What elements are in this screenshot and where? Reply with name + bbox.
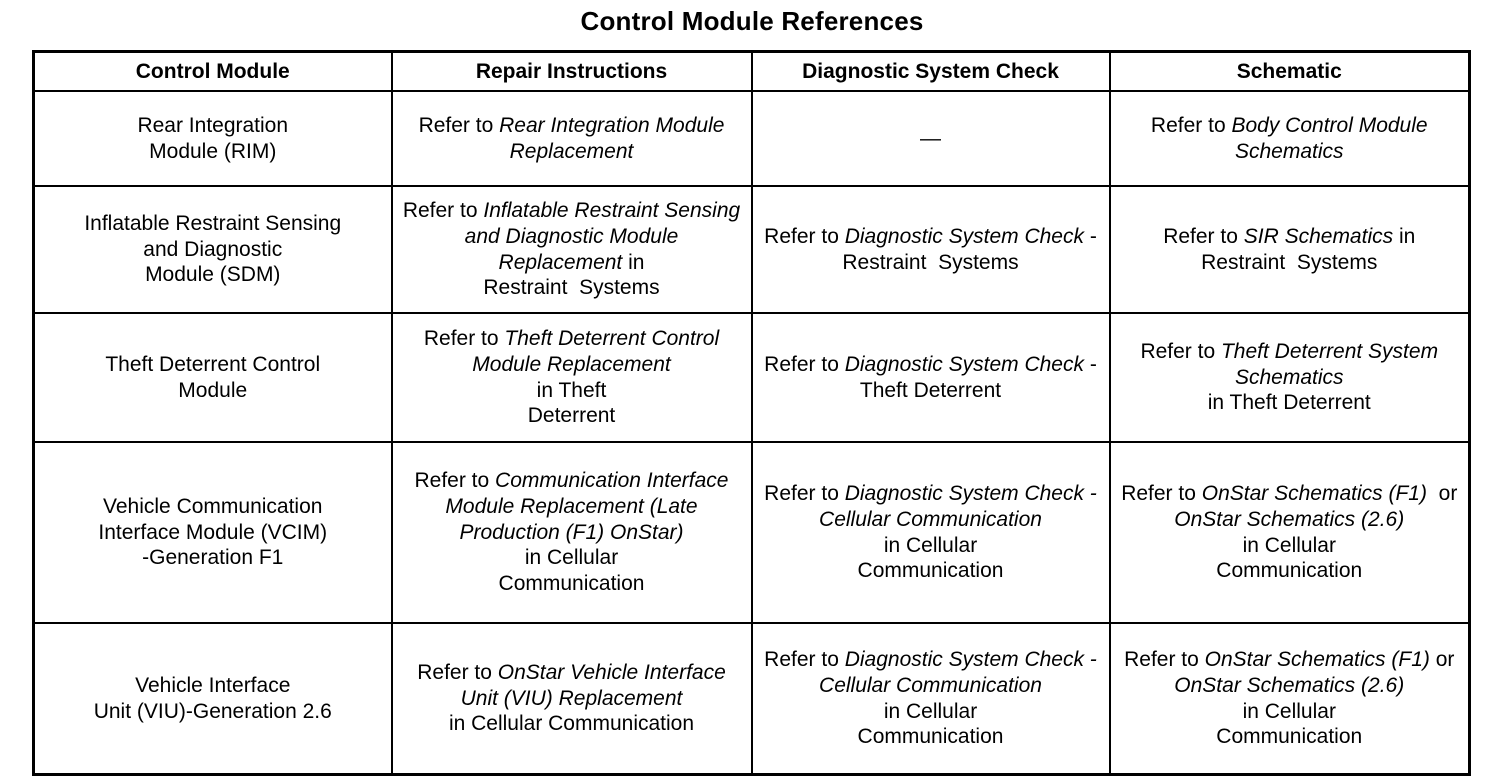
column-header-diagnostic-system-check: Diagnostic System Check: [750, 50, 1111, 92]
cell-repair-instructions: Refer to Rear Integration Module Replace…: [390, 90, 753, 187]
document-page: Control Module References Control Module…: [32, 6, 1471, 776]
repair-instruction-reference: Refer to Rear Integration Module Replace…: [418, 113, 725, 163]
control-module-references-table-wrapper: Control Module Repair Instructions Diagn…: [32, 50, 1471, 776]
diagnostic-system-check-reference: Refer to Diagnostic System Check - Cellu…: [764, 482, 1097, 583]
column-header-control-module: Control Module: [32, 50, 393, 92]
schematic-reference: Refer to OnStar Schematics (F1) or OnSta…: [1121, 482, 1458, 583]
table-header: Control Module Repair Instructions Diagn…: [32, 50, 1471, 92]
cell-diagnostic-system-check: —: [750, 90, 1111, 187]
cell-diagnostic-system-check: Refer to Diagnostic System Check - Cellu…: [750, 622, 1111, 776]
schematic-reference: Refer to OnStar Schematics (F1) or OnSta…: [1124, 648, 1455, 749]
table-header-row: Control Module Repair Instructions Diagn…: [32, 50, 1471, 92]
schematic-reference: Refer to Theft Deterrent System Schemati…: [1140, 340, 1439, 415]
column-header-repair-instructions: Repair Instructions: [390, 50, 753, 92]
repair-instruction-reference: Refer to Communication Interface Module …: [414, 469, 729, 595]
cell-repair-instructions: Refer to Inflatable Restraint Sensing an…: [390, 185, 753, 314]
cell-diagnostic-system-check: Refer to Diagnostic System Check - Theft…: [750, 312, 1111, 443]
diagnostic-system-check-reference: Refer to Diagnostic System Check - Theft…: [764, 352, 1097, 402]
control-module-references-table: Control Module Repair Instructions Diagn…: [32, 50, 1471, 776]
repair-instruction-reference: Refer to Theft Deterrent Control Module …: [423, 327, 720, 428]
cell-schematic: Refer to OnStar Schematics (F1) or OnSta…: [1108, 441, 1471, 624]
cell-diagnostic-system-check: Refer to Diagnostic System Check - Restr…: [750, 185, 1111, 314]
cell-schematic: Refer to Theft Deterrent System Schemati…: [1108, 312, 1471, 443]
diagnostic-system-check-reference: —: [920, 126, 941, 150]
repair-instruction-reference: Refer to OnStar Vehicle Interface Unit (…: [417, 661, 726, 736]
diagnostic-system-check-reference: Refer to Diagnostic System Check - Cellu…: [764, 648, 1097, 749]
cell-repair-instructions: Refer to Theft Deterrent Control Module …: [390, 312, 753, 443]
cell-repair-instructions: Refer to OnStar Vehicle Interface Unit (…: [390, 622, 753, 776]
repair-instruction-reference: Refer to Inflatable Restraint Sensing an…: [402, 199, 741, 300]
diagnostic-system-check-reference: Refer to Diagnostic System Check - Restr…: [764, 224, 1097, 274]
cell-schematic: Refer to Body Control Module Schematics: [1108, 90, 1471, 187]
column-header-schematic: Schematic: [1108, 50, 1471, 92]
cell-diagnostic-system-check: Refer to Diagnostic System Check - Cellu…: [750, 441, 1111, 624]
cell-schematic: Refer to OnStar Schematics (F1) or OnSta…: [1108, 622, 1471, 776]
cell-repair-instructions: Refer to Communication Interface Module …: [390, 441, 753, 624]
schematic-reference: Refer to Body Control Module Schematics: [1150, 113, 1428, 163]
page-title: Control Module References: [580, 6, 924, 36]
